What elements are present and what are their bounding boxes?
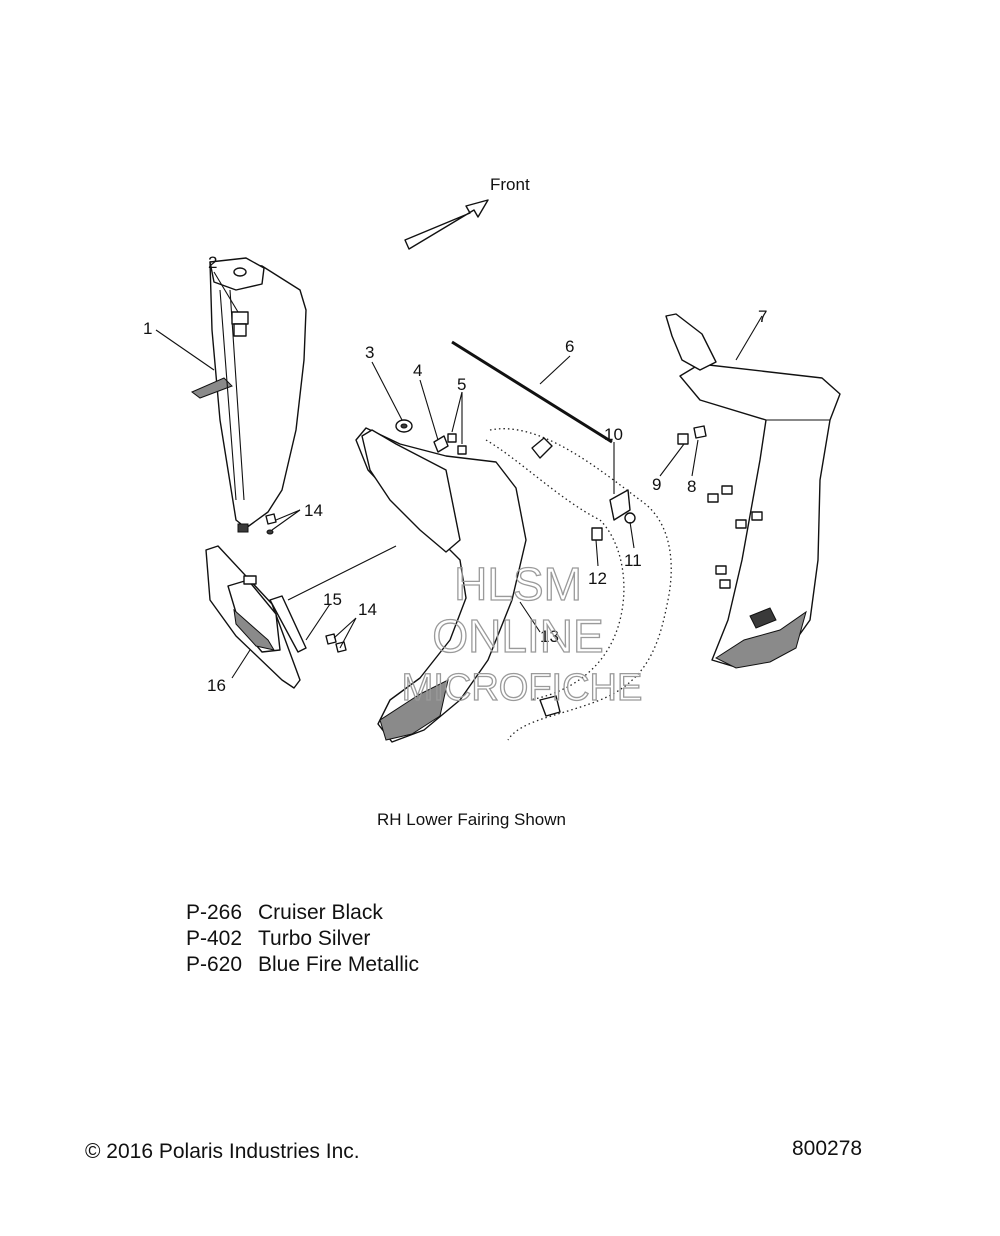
front-arrow [404,199,489,250]
callout-7: 7 [758,307,767,326]
part-13-lower-fairing [355,427,672,743]
paint-code-row: P-620 Blue Fire Metallic [186,952,419,978]
callout-12: 12 [588,569,607,588]
paint-code-list: P-266 Cruiser Black P-402 Turbo Silver P… [186,900,419,978]
paint-name: Turbo Silver [258,927,371,950]
paint-code: P-266 [186,901,243,924]
part-16-door [205,545,301,689]
callout-14-lower: 14 [358,600,377,619]
part-10-bracket [609,489,631,521]
callout-15: 15 [323,590,342,609]
part-1-inner-panel [191,257,307,533]
callout-11: 11 [624,551,642,570]
part-14-screws [243,513,347,653]
paint-code: P-620 [186,953,243,976]
part-2-fastener [231,311,249,337]
watermark-line-1: HLSM [454,558,582,610]
leader-lines [155,271,763,679]
fairing-fasteners [707,485,763,589]
callout-numbers: 1 2 3 4 5 6 7 8 9 10 11 12 13 14 14 15 1… [143,253,767,695]
part-3-grommet [395,419,413,433]
diagram-caption: RH Lower Fairing Shown [377,810,566,829]
copyright-notice: © 2016 Polaris Industries Inc. [85,1140,360,1163]
part-9-screw [677,433,689,445]
watermark-line-2: ONLINE [432,610,603,662]
callout-6: 6 [565,337,574,356]
paint-code: P-402 [186,927,243,950]
part-4-clip [433,435,449,453]
part-11-nut [624,512,636,524]
callout-16: 16 [207,676,226,695]
paint-code-row: P-266 Cruiser Black [186,900,419,926]
part-8-clip [693,425,707,439]
callout-14-upper: 14 [304,501,323,520]
drawing-number: 800278 [792,1137,863,1160]
watermark-line-3: MICROFICHE [402,667,643,709]
callout-5: 5 [457,375,466,394]
callout-8: 8 [687,477,696,496]
part-15-seal [269,595,307,653]
watermark: HLSM ONLINE MICROFICHE [401,557,643,709]
callout-4: 4 [413,361,422,380]
callout-2: 2 [208,253,217,272]
callout-10: 10 [604,425,623,444]
callout-9: 9 [652,475,661,494]
part-12-screw [591,527,603,541]
front-label: Front [490,175,530,194]
paint-name: Cruiser Black [258,901,383,924]
callout-13: 13 [540,627,559,646]
callout-3: 3 [365,343,374,362]
paint-name: Blue Fire Metallic [258,953,420,976]
part-5-screws [447,433,467,455]
paint-code-row: P-402 Turbo Silver [186,926,419,952]
callout-1: 1 [143,319,152,338]
part-6-trim-rod [451,340,613,444]
